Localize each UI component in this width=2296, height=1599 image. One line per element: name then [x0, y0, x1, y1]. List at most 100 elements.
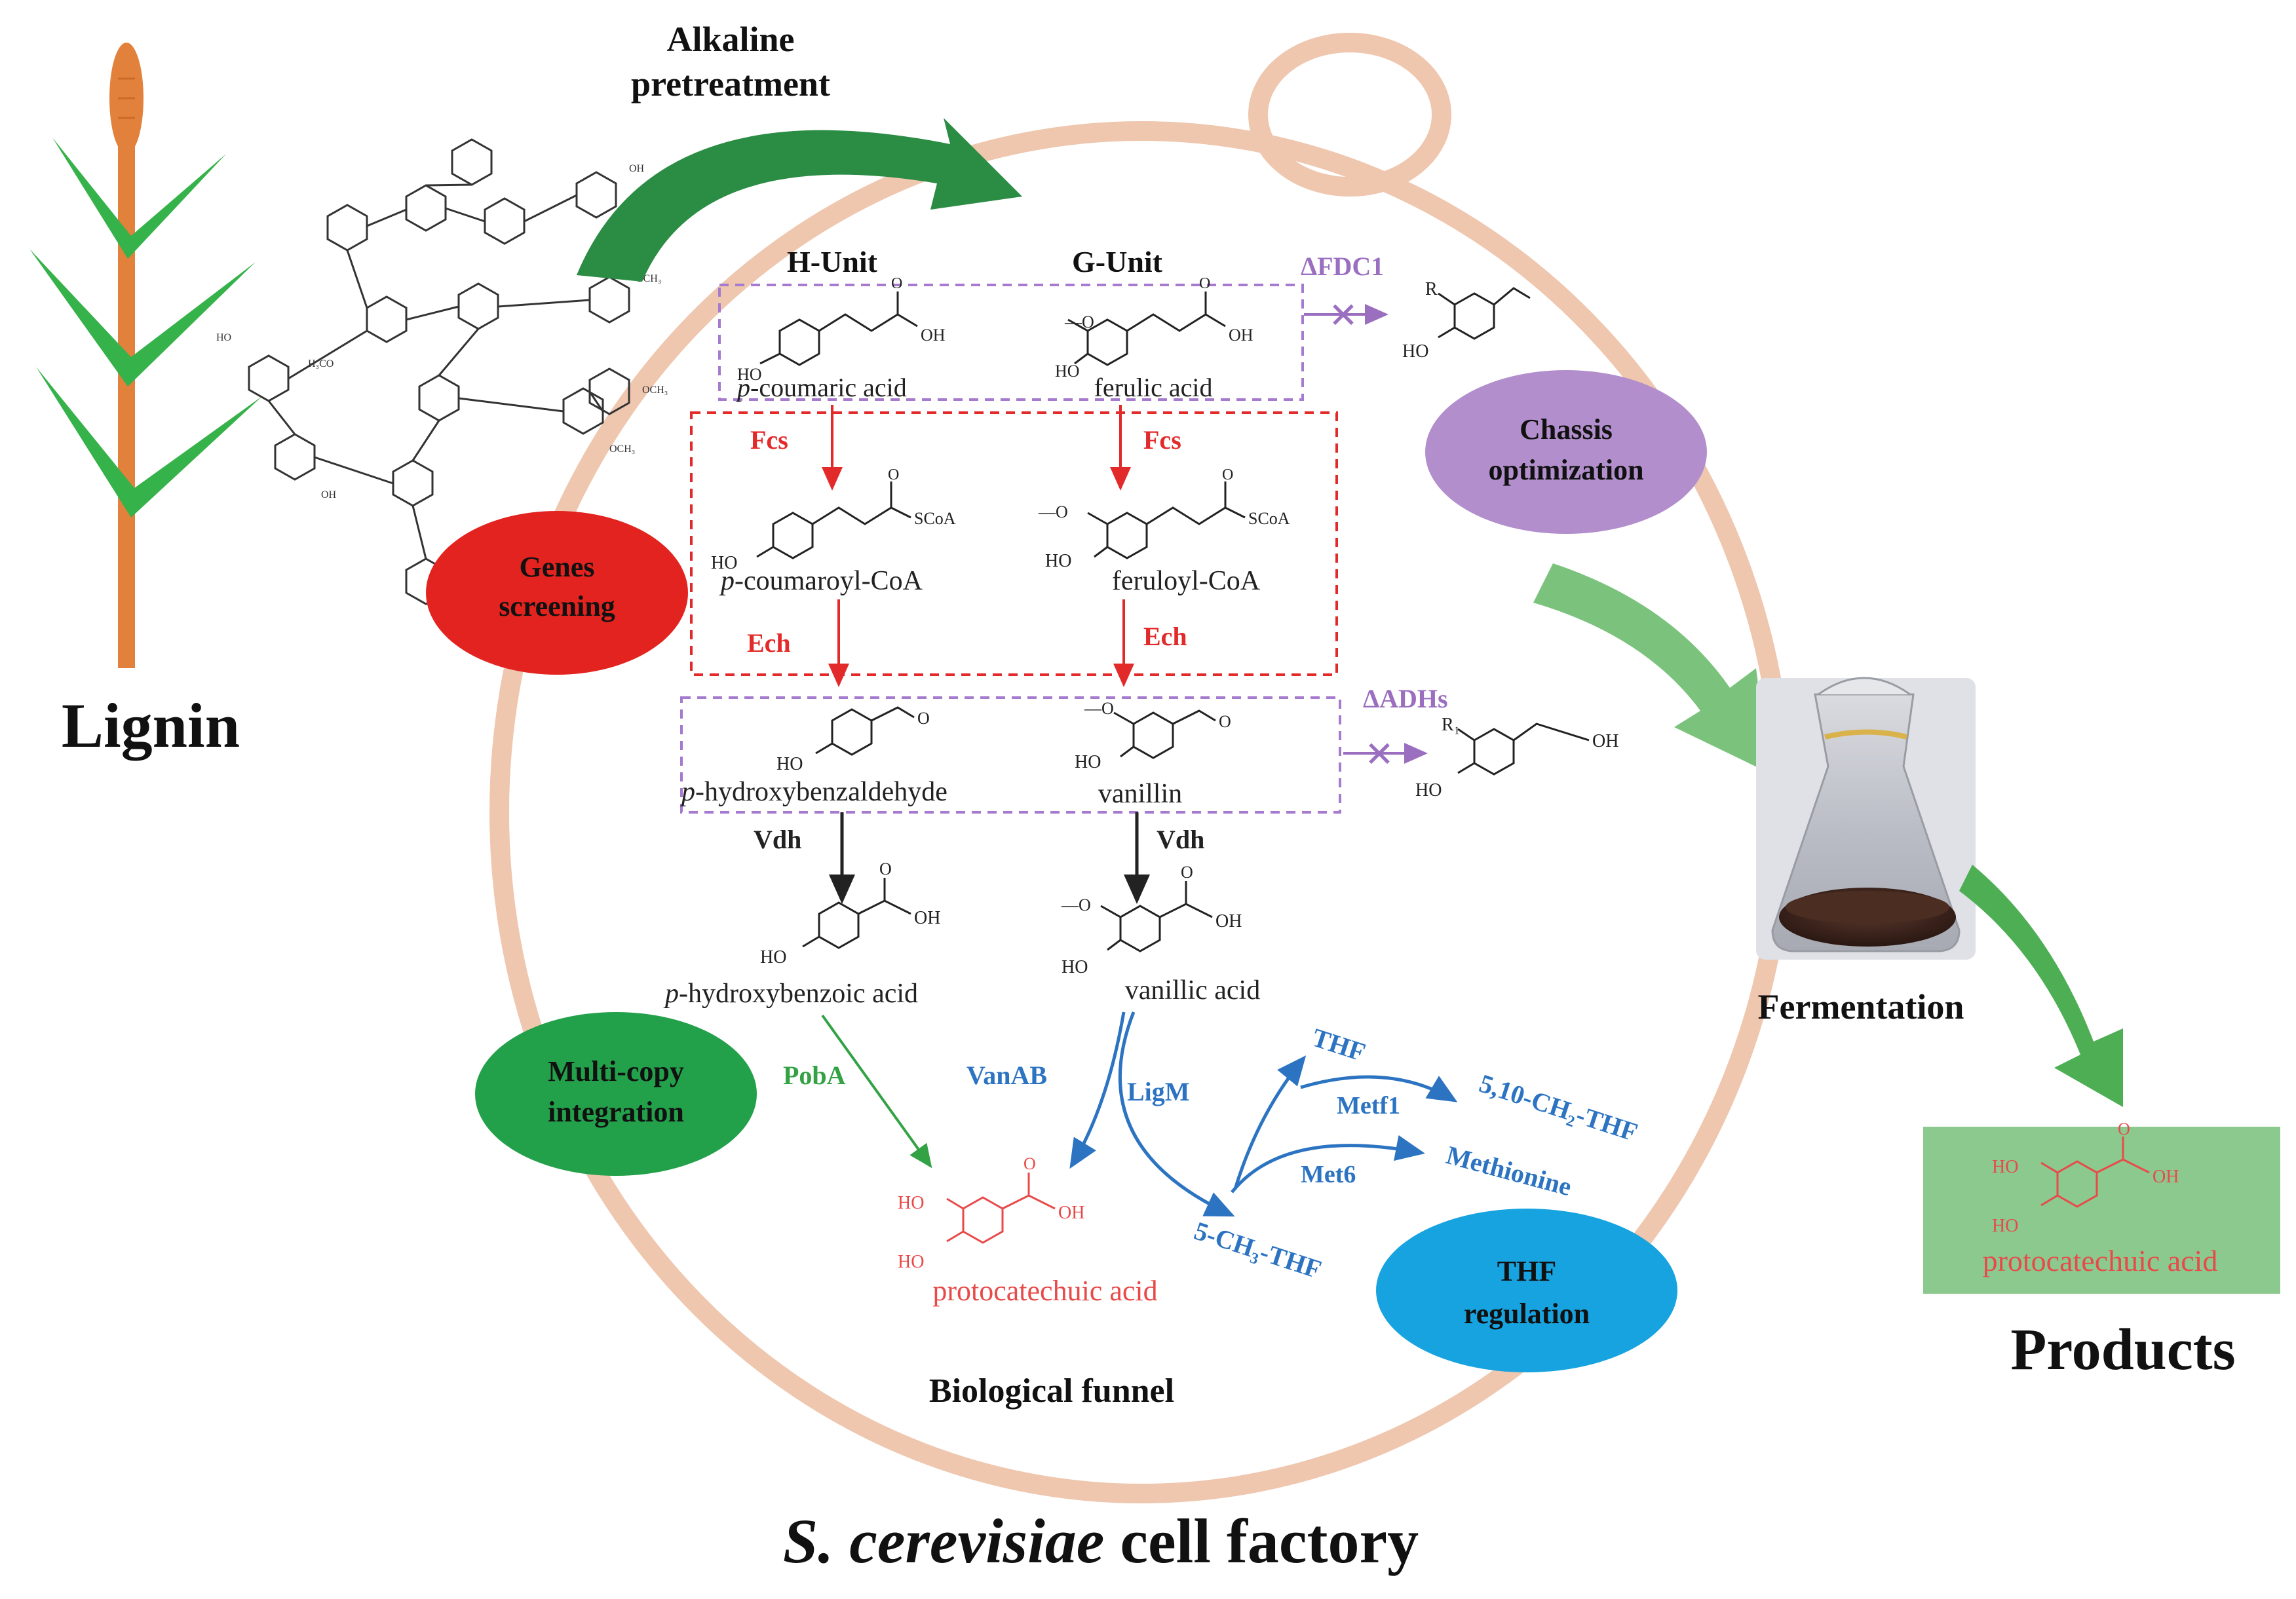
metf1-label: Metf1: [1337, 1092, 1400, 1119]
svg-text:O: O: [1199, 275, 1210, 292]
p-coumaroyl-coa-structure: [756, 481, 911, 559]
fermentation-flask-photo: [1756, 677, 1976, 960]
vanillin-label: vanillin: [1098, 779, 1182, 809]
thf-arrow: [1233, 1055, 1307, 1190]
metf1-arrow: [1300, 1075, 1458, 1102]
ech-label-g: Ech: [1143, 622, 1187, 651]
svg-text:O: O: [1181, 863, 1193, 882]
svg-text:OH: OH: [1058, 1203, 1084, 1223]
svg-text:HO: HO: [1992, 1216, 2018, 1236]
vanab-arrow: [1069, 1011, 1126, 1169]
protocatechuic-acid-structure: [946, 1173, 1056, 1244]
thf-label: THF: [1309, 1023, 1369, 1067]
svg-text:O: O: [2118, 1119, 2130, 1138]
svg-text:SCoA: SCoA: [1248, 509, 1290, 528]
vdh-label-g: Vdh: [1157, 825, 1204, 854]
svg-text:SCoA: SCoA: [914, 509, 956, 528]
svg-text:OH: OH: [914, 908, 940, 928]
ligm-arrow: [1118, 1011, 1235, 1217]
svg-text:HO: HO: [1062, 957, 1088, 977]
ferulic-acid-structure: [1067, 292, 1226, 366]
vanillic-acid-structure: [1100, 881, 1213, 952]
feruloyl-coa-structure: [1087, 481, 1246, 559]
svg-text:OCH₃: OCH₃: [642, 385, 668, 396]
adhs-block-icon: ✕: [1364, 735, 1394, 774]
svg-text:regulation: regulation: [1464, 1298, 1590, 1330]
fermentation-to-products-arrow: [1959, 865, 2123, 1107]
svg-text:O: O: [917, 709, 930, 728]
vanab-label: VanAB: [966, 1061, 1047, 1090]
pretreatment-arrow: [577, 118, 1022, 282]
svg-text:R₁: R₁: [1442, 715, 1460, 735]
biological-funnel-label: Biological funnel: [929, 1372, 1174, 1410]
svg-text:HO: HO: [1992, 1157, 2018, 1177]
svg-text:HO: HO: [898, 1252, 924, 1272]
svg-text:O: O: [1024, 1154, 1036, 1173]
vanillic-acid-label: vanillic acid: [1125, 975, 1260, 1006]
vinylphenol-structure: [1438, 287, 1531, 340]
pretreatment-line2: pretreatment: [631, 64, 830, 103]
svg-text:HO: HO: [1415, 780, 1442, 800]
svg-text:OH: OH: [629, 163, 645, 174]
vdh-label-h: Vdh: [754, 825, 801, 854]
methylene-thf-label: 5,10-CH₂-THF: [1476, 1068, 1641, 1147]
svg-text:OH: OH: [321, 489, 337, 500]
svg-text:—O: —O: [1084, 699, 1114, 718]
p-coumaric-acid-label: p-coumaric acid: [735, 373, 907, 402]
fermentation-label: Fermentation: [1758, 987, 1964, 1026]
lignin-plant-icon: [29, 43, 262, 668]
svg-text:HO: HO: [776, 754, 803, 774]
chassis-optimization-badge: Chassis optimization: [1425, 370, 1707, 534]
aldehyde-box: [680, 696, 1341, 814]
adhs-deletion-label: ΔADHs: [1363, 684, 1448, 713]
svg-text:HO: HO: [1075, 752, 1101, 772]
svg-text:O: O: [888, 466, 899, 483]
cell-to-fermentation-arrow: [1533, 563, 1769, 773]
genes-screening-badge: Genes screening: [426, 511, 688, 675]
svg-text:HO: HO: [1055, 362, 1080, 381]
svg-text:OH: OH: [921, 326, 946, 345]
fdc1-deletion-label: ΔFDC1: [1301, 252, 1384, 281]
alcohol-structure: [1457, 723, 1590, 776]
methyl-thf-label: 5-CH₃-THF: [1191, 1216, 1325, 1285]
p-hydroxybenzoic-acid-structure: [802, 878, 911, 949]
product-box: O OH HO HO protocatechuic acid: [1923, 1119, 2280, 1294]
h-unit-label: H-Unit: [787, 245, 878, 278]
svg-text:R: R: [1425, 279, 1438, 299]
svg-text:optimization: optimization: [1488, 454, 1643, 486]
svg-text:HO: HO: [1045, 551, 1071, 571]
products-label: Products: [2010, 1317, 2235, 1382]
methionine-label: Methionine: [1444, 1140, 1575, 1201]
p-coumaroyl-coa-label: p-coumaroyl-CoA: [719, 566, 923, 596]
fdc1-block-icon: ✕: [1328, 296, 1358, 335]
svg-text:O: O: [1219, 712, 1231, 731]
ligm-label: LigM: [1127, 1077, 1190, 1106]
fcs-label-h: Fcs: [750, 425, 788, 455]
product-compound-label: protocatechuic acid: [1983, 1244, 2218, 1277]
thf-regulation-badge: THF regulation: [1376, 1209, 1677, 1372]
svg-text:Chassis: Chassis: [1520, 413, 1613, 445]
svg-text:O: O: [879, 859, 892, 878]
ferulic-acid-label: ferulic acid: [1094, 373, 1213, 402]
multi-copy-integration-badge: Multi-copy integration: [475, 1012, 757, 1176]
svg-text:screening: screening: [499, 590, 615, 622]
svg-text:—O: —O: [1061, 895, 1091, 914]
svg-text:HO: HO: [760, 947, 786, 968]
figure-caption-title: S. cerevisiae cell factory: [783, 1506, 1419, 1576]
svg-text:THF: THF: [1497, 1255, 1556, 1287]
g-unit-label: G-Unit: [1072, 245, 1163, 278]
svg-text:O: O: [891, 275, 902, 292]
pretreatment-line1: Alkaline: [666, 20, 794, 59]
svg-text:—O: —O: [1038, 502, 1068, 521]
unit-box: [718, 284, 1304, 401]
svg-text:OH: OH: [1215, 911, 1242, 931]
p-hydroxybenzaldehyde-structure: [815, 706, 915, 756]
svg-text:HO: HO: [711, 553, 737, 573]
svg-text:OCH₃: OCH₃: [609, 443, 635, 455]
svg-text:OH: OH: [1229, 326, 1253, 345]
poba-arrow: [821, 1014, 932, 1169]
svg-text:—O: —O: [1064, 312, 1094, 331]
svg-text:integration: integration: [548, 1096, 684, 1128]
